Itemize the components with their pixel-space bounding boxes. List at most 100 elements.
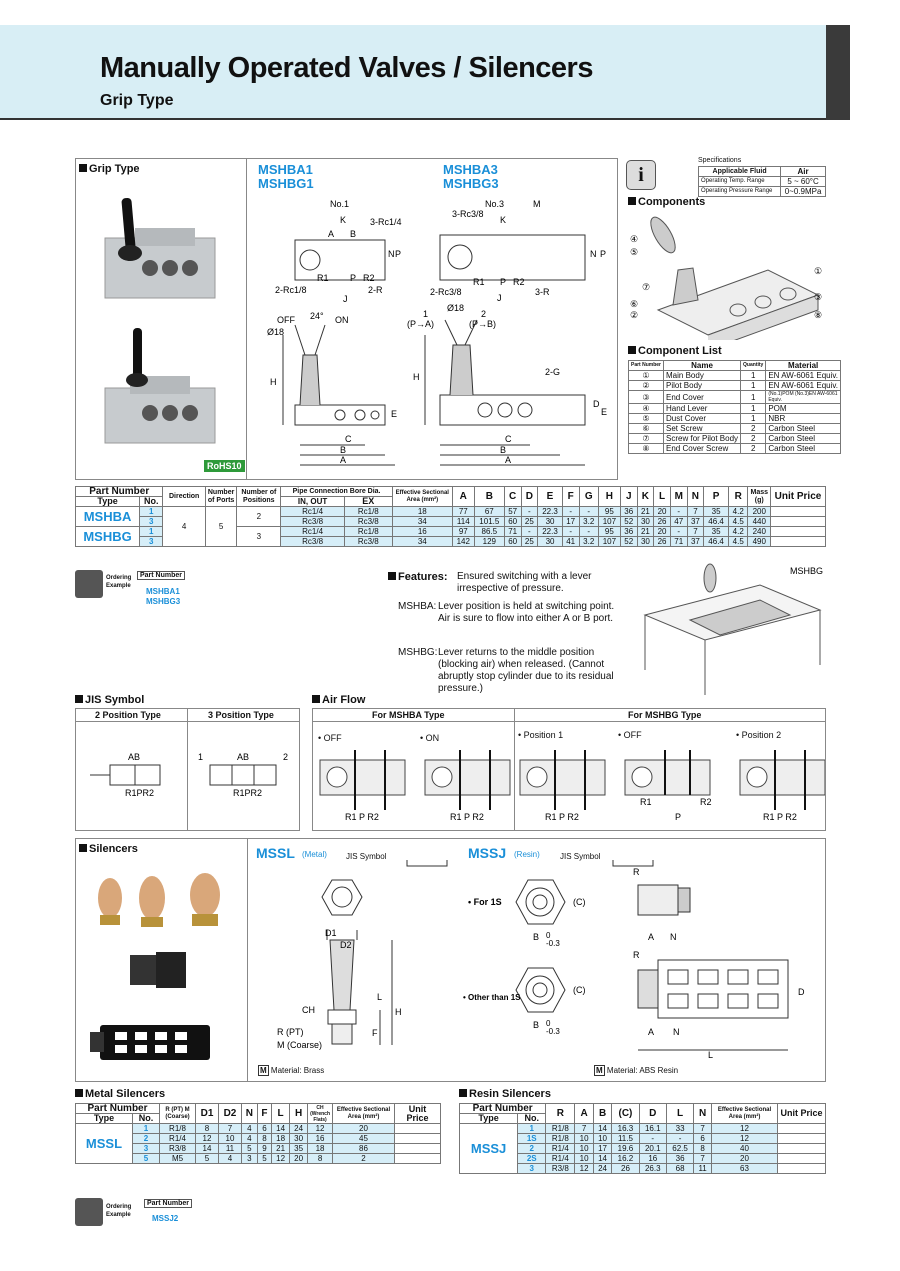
table-cell: 10	[574, 1153, 594, 1164]
airflow-panel	[312, 708, 826, 831]
table-cell: 34	[391, 536, 453, 547]
table-cell: R1/8	[545, 1123, 576, 1134]
material-abs: M Material: ABS Resin	[594, 1065, 679, 1076]
table-cell: 21	[271, 1143, 291, 1154]
table-cell: ⑤	[627, 413, 665, 424]
svg-text:③: ③	[814, 292, 822, 302]
jis-col1: 2 Position Type	[95, 710, 161, 720]
svg-text:2-G: 2-G	[545, 367, 560, 377]
table-cell: 35	[289, 1143, 309, 1154]
table-cell: 5	[131, 1153, 161, 1164]
table-cell: 24	[592, 1163, 613, 1174]
features-g-label: MSHBG:	[398, 647, 438, 658]
svg-text:D2: D2	[340, 940, 352, 950]
svg-text:H: H	[413, 372, 420, 382]
svg-text:P: P	[395, 249, 401, 259]
ordering-part-label-2: Part Number	[144, 1199, 193, 1208]
svg-text:2-R: 2-R	[368, 285, 383, 295]
svg-text:R1: R1	[317, 273, 329, 283]
table-cell: R3/8	[545, 1163, 576, 1174]
table-cell	[770, 516, 826, 527]
svg-text:(P→B): (P→B)	[469, 319, 496, 329]
table-cell: 10	[574, 1133, 594, 1144]
svg-text:N: N	[388, 249, 395, 259]
table-cell: 16.1	[638, 1123, 667, 1134]
table-cell: Rc1/4	[280, 506, 345, 517]
table-cell: End Cover Screw	[663, 443, 742, 454]
table-cell: M5	[159, 1153, 196, 1164]
table-cell: 7	[574, 1123, 594, 1134]
components-heading: Components	[628, 196, 705, 208]
svg-text:A: A	[648, 1027, 654, 1037]
table-cell: 1	[740, 380, 767, 391]
svg-text:0: 0	[546, 931, 551, 940]
table-cell: -	[520, 506, 539, 517]
svg-text:R1 P R2: R1 P R2	[450, 812, 484, 822]
svg-text:R1 P R2: R1 P R2	[345, 812, 379, 822]
ordering-part-mssj2: MSSJ2	[152, 1214, 179, 1223]
product-photo-area	[75, 158, 247, 480]
table-cell: Set Screw	[663, 423, 742, 434]
table-cell: EN AW-6061 Equiv.	[765, 380, 841, 391]
svg-text:①: ①	[814, 266, 822, 276]
table-cell: POM	[765, 403, 841, 414]
table-cell: 5	[240, 1143, 258, 1154]
table-cell: 71	[669, 536, 688, 547]
table-cell: 21	[636, 526, 655, 537]
svg-text:D: D	[593, 399, 600, 409]
table-cell: 37	[686, 516, 705, 527]
table-cell: 101.5	[473, 516, 505, 527]
table-cell: 20	[653, 506, 671, 517]
table-cell: 1	[131, 1123, 161, 1134]
features-g-text: Lever returns to the middle position (bl…	[438, 647, 614, 694]
table-cell: ⑦	[627, 433, 665, 444]
mssl-subtitle: (Metal)	[302, 850, 327, 859]
table-cell: 35	[703, 526, 729, 537]
table-cell: 17	[561, 516, 580, 527]
svg-text:J: J	[343, 294, 348, 304]
ordering-part-2: MSHBG3	[146, 597, 181, 606]
page-title: Manually Operated Valves / Silencers	[100, 52, 593, 84]
ordering-part-label: Part Number	[137, 571, 186, 580]
table-cell: R1/4	[159, 1133, 196, 1144]
table-cell: 36	[619, 506, 638, 517]
svg-text:A: A	[340, 455, 346, 465]
table-cell: 86.5	[473, 526, 505, 537]
svg-text:A: A	[328, 229, 334, 239]
svg-text:P: P	[675, 812, 681, 822]
drawing-no3: No.3 3-Rc3/8 K M N P R1 P R2 2-Rc3/8 J 3…	[407, 199, 607, 466]
table-cell: MSHBG	[74, 526, 141, 547]
table-cell: 4.5	[727, 516, 749, 527]
ordering-icon	[75, 570, 103, 598]
info-icon: i	[626, 160, 656, 190]
table-cell: Screw for Pilot Body	[663, 433, 742, 444]
table-cell: 4.2	[727, 506, 749, 517]
svg-text:K: K	[500, 215, 506, 225]
table-cell: 3	[139, 516, 164, 527]
table-cell: 26	[611, 1163, 640, 1174]
table-cell: 5	[256, 1153, 273, 1164]
airflow-col2: For MSHBG Type	[628, 710, 702, 720]
table-cell: 14	[271, 1123, 291, 1134]
table-cell: 12	[307, 1123, 333, 1134]
table-cell: 14	[195, 1143, 219, 1154]
svg-text:Ø18: Ø18	[267, 327, 284, 337]
table-cell: R1/4	[545, 1143, 576, 1154]
svg-text:-0.3: -0.3	[546, 1027, 560, 1036]
table-cell: -	[638, 1133, 667, 1144]
table-cell: -	[561, 526, 580, 537]
svg-text:H: H	[270, 377, 277, 387]
svg-text:B: B	[340, 445, 346, 455]
table-cell: 40	[711, 1143, 778, 1154]
table-cell: 1	[517, 1123, 547, 1134]
table-cell: 20.1	[638, 1143, 667, 1154]
table-cell: 1S	[517, 1133, 547, 1144]
table-cell: 37	[686, 536, 705, 547]
